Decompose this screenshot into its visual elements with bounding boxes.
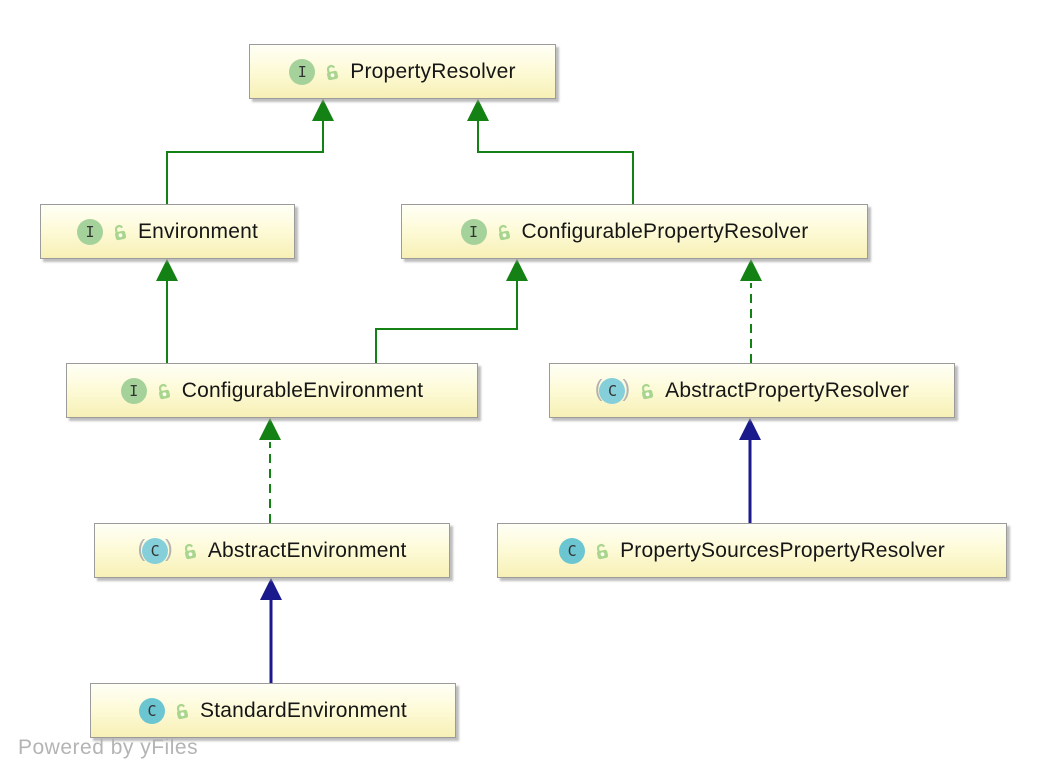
class-name-label: ConfigurablePropertyResolver: [521, 219, 809, 243]
class-name-label: Environment: [137, 219, 259, 243]
public-lock-icon: [597, 543, 609, 559]
class-icon: C: [139, 697, 166, 724]
interface-icon: I: [460, 218, 487, 245]
edge-configurablepropertyresolver-extends-propertyresolver[interactable]: [467, 99, 634, 204]
class-name-label: AbstractPropertyResolver: [665, 378, 910, 402]
abstract-class-icon: ( C ): [137, 537, 173, 564]
interface-icon: I: [120, 377, 147, 404]
yfiles-watermark: Powered by yFiles: [18, 736, 199, 759]
public-lock-icon: [177, 703, 189, 719]
class-name-label: PropertyResolver: [350, 59, 516, 83]
public-lock-icon: [498, 224, 510, 240]
class-name-label: StandardEnvironment: [200, 698, 407, 722]
edge-configurableenvironment-extends-configurablepropertyresolver[interactable]: [375, 259, 528, 363]
public-lock-icon: [642, 383, 654, 399]
node-configurable-environment[interactable]: I ConfigurableEnvironment: [66, 363, 478, 418]
node-abstract-environment[interactable]: ( C ) AbstractEnvironment: [94, 523, 450, 578]
node-environment[interactable]: I Environment: [40, 204, 295, 259]
class-icon: C: [559, 537, 586, 564]
public-lock-icon: [184, 543, 196, 559]
interface-icon: I: [289, 58, 316, 85]
abstract-class-icon: ( C ): [595, 377, 630, 404]
class-name-label: AbstractEnvironment: [207, 538, 407, 562]
public-lock-icon: [158, 383, 170, 399]
public-lock-icon: [114, 224, 127, 240]
node-standard-environment[interactable]: C StandardEnvironment: [90, 683, 456, 738]
edge-abstractenvironment-implements-configurableenvironment[interactable]: [259, 418, 281, 523]
node-property-resolver[interactable]: I PropertyResolver: [249, 44, 556, 99]
class-name-label: ConfigurableEnvironment: [181, 378, 424, 402]
edge-configurableenvironment-extends-environment[interactable]: [156, 259, 178, 363]
edge-abstractpropertyresolver-implements-configurablepropertyresolver[interactable]: [740, 259, 762, 363]
edge-propertysourcespropertyresolver-extends-abstractpropertyresolver[interactable]: [739, 418, 761, 523]
edge-environment-extends-propertyresolver[interactable]: [166, 99, 334, 204]
class-name-label: PropertySourcesPropertyResolver: [620, 538, 945, 562]
node-configurable-property-resolver[interactable]: I ConfigurablePropertyResolver: [401, 204, 868, 259]
interface-icon: I: [76, 218, 103, 245]
node-abstract-property-resolver[interactable]: ( C ) AbstractPropertyResolver: [549, 363, 955, 418]
node-property-sources-property-resolver[interactable]: C PropertySourcesPropertyResolver: [497, 523, 1007, 578]
public-lock-icon: [327, 64, 339, 80]
edge-standardenvironment-extends-abstractenvironment[interactable]: [260, 578, 282, 683]
